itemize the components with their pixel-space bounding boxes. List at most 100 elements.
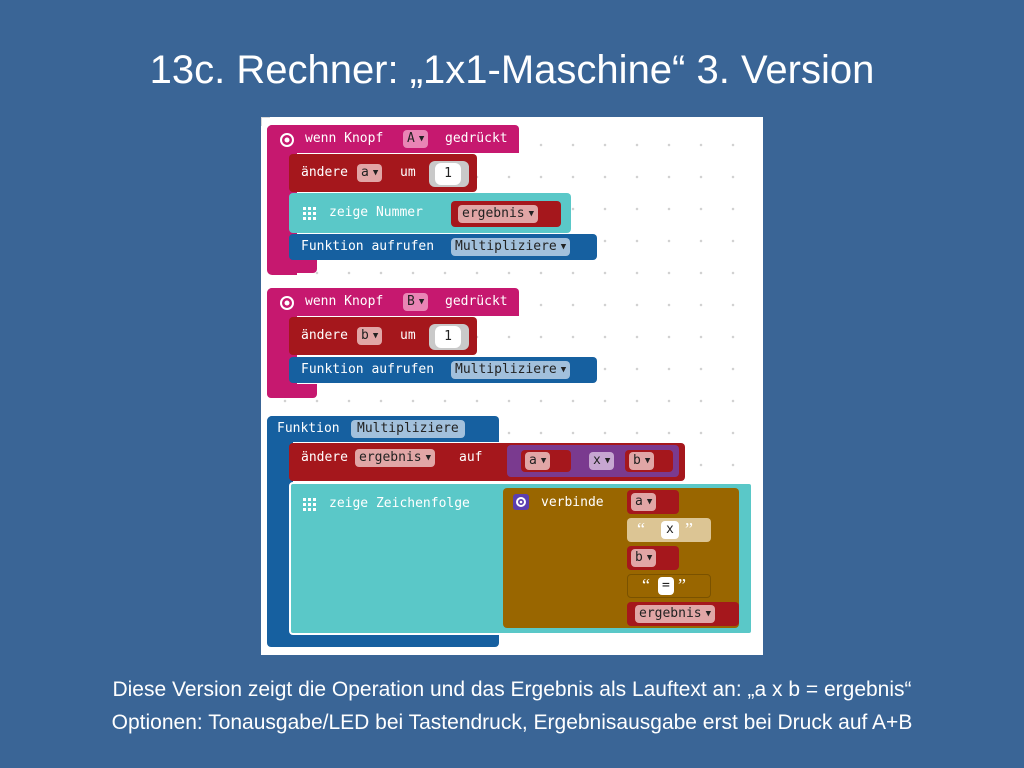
gear-icon[interactable] <box>513 494 529 510</box>
triangle-down-icon: ▼ <box>540 456 547 466</box>
function-label: Funktion <box>277 421 340 436</box>
button-dropdown[interactable]: B▼ <box>403 293 429 311</box>
triangle-down-icon: ▼ <box>372 331 379 341</box>
event-label-prefix: wenn Knopf <box>305 294 384 309</box>
button-dropdown-value: B <box>407 294 415 309</box>
join-item-text-x[interactable]: “ x ” <box>627 518 711 542</box>
variable-dropdown-b[interactable]: b▼ <box>629 452 655 470</box>
radio-target-icon <box>280 296 294 310</box>
triangle-down-icon: ▼ <box>646 497 653 507</box>
open-quote-icon: “ <box>642 575 650 595</box>
triangle-down-icon: ▼ <box>418 297 425 307</box>
variable-dropdown-value: b <box>635 550 643 565</box>
change-by-label: um <box>400 165 416 180</box>
triangle-down-icon: ▼ <box>644 456 651 466</box>
number-input-1[interactable]: 1 <box>435 326 461 348</box>
number-input-1[interactable]: 1 <box>435 163 461 185</box>
call-function-label: Funktion aufrufen <box>301 239 435 254</box>
join-label: verbinde <box>541 495 604 510</box>
variable-dropdown-ergebnis[interactable]: ergebnis▼ <box>355 449 436 467</box>
function-dropdown-value: Multipliziere <box>455 239 557 254</box>
triangle-down-icon: ▼ <box>646 553 653 563</box>
call-function-block-2[interactable]: Funktion aufrufen Multipliziere▼ <box>289 357 597 383</box>
event-footer-a <box>267 259 317 273</box>
variable-dropdown-a[interactable]: a▼ <box>631 493 657 511</box>
operator-dropdown-value: x <box>593 453 601 468</box>
text-literal-x[interactable]: x <box>661 521 679 539</box>
join-block[interactable]: verbinde a▼ “ x ” b▼ “ = ” <box>503 488 739 628</box>
function-dropdown[interactable]: Multipliziere▼ <box>451 238 571 256</box>
grid-icon <box>303 207 316 220</box>
call-function-label: Funktion aufrufen <box>301 362 435 377</box>
event-label-suffix: gedrückt <box>445 294 508 309</box>
close-quote-icon: ” <box>685 519 693 539</box>
function-dropdown[interactable]: Multipliziere▼ <box>451 361 571 379</box>
function-name-field[interactable]: Multipliziere <box>351 420 465 438</box>
triangle-down-icon: ▼ <box>560 242 567 252</box>
join-item-var-b[interactable]: b▼ <box>627 546 679 570</box>
variable-dropdown-ergebnis[interactable]: ergebnis▼ <box>458 205 539 223</box>
change-label: ändere <box>301 450 348 465</box>
variable-dropdown-value: a <box>529 453 537 468</box>
change-ergebnis-block[interactable]: ändere ergebnis▼ auf a▼ x▼ b▼ <box>289 443 685 481</box>
triangle-down-icon: ▼ <box>604 456 611 466</box>
slide-title: 13c. Rechner: „1x1-Maschine“ 3. Version <box>149 48 875 92</box>
variable-dropdown-a[interactable]: a▼ <box>525 452 551 470</box>
triangle-down-icon: ▼ <box>372 168 379 178</box>
variable-dropdown-value: ergebnis <box>462 206 525 221</box>
function-header[interactable]: Funktion Multipliziere <box>267 416 499 442</box>
variable-dropdown-b[interactable]: b▼ <box>357 327 383 345</box>
event-header-b[interactable]: wenn Knopf B▼ gedrückt <box>267 288 519 316</box>
event-label-suffix: gedrückt <box>445 131 508 146</box>
show-string-block[interactable]: zeige Zeichenfolge verbinde a▼ “ x ” <box>289 482 753 635</box>
change-to-label: auf <box>459 450 483 465</box>
triangle-down-icon: ▼ <box>418 134 425 144</box>
show-number-label: zeige Nummer <box>329 205 423 220</box>
join-item-var-a[interactable]: a▼ <box>627 490 679 514</box>
function-definition-block[interactable] <box>267 416 293 646</box>
block-editor-canvas[interactable]: wenn Knopf A▼ gedrückt ändere a▼ um 1 ze… <box>261 117 763 655</box>
close-quote-icon: ” <box>678 575 686 595</box>
variable-dropdown-value: b <box>361 328 369 343</box>
multiply-block[interactable]: a▼ x▼ b▼ <box>507 445 679 477</box>
change-label: ändere <box>301 328 348 343</box>
caption-line-1: Diese Version zeigt die Operation und da… <box>112 678 912 701</box>
variable-dropdown-value: a <box>361 165 369 180</box>
radio-target-icon <box>280 133 294 147</box>
event-header-a[interactable]: wenn Knopf A▼ gedrückt <box>267 125 519 153</box>
function-footer <box>267 635 499 647</box>
operator-dropdown[interactable]: x▼ <box>589 452 615 470</box>
variable-reporter-ergebnis[interactable]: ergebnis▼ <box>451 201 561 227</box>
grid-icon <box>303 498 316 511</box>
text-literal-equals[interactable]: = <box>658 577 674 595</box>
triangle-down-icon: ▼ <box>705 609 712 619</box>
change-a-block[interactable]: ändere a▼ um 1 <box>289 154 477 192</box>
variable-reporter-a[interactable]: a▼ <box>521 450 571 472</box>
event-footer-b <box>267 384 317 398</box>
variable-dropdown-value: a <box>635 494 643 509</box>
variable-dropdown-value: ergebnis <box>359 450 422 465</box>
event-label-prefix: wenn Knopf <box>305 131 384 146</box>
triangle-down-icon: ▼ <box>425 453 432 463</box>
change-label: ändere <box>301 165 348 180</box>
variable-dropdown-a[interactable]: a▼ <box>357 164 383 182</box>
open-quote-icon: “ <box>637 519 645 539</box>
show-string-label: zeige Zeichenfolge <box>329 496 470 511</box>
button-dropdown-value: A <box>407 131 415 146</box>
change-b-block[interactable]: ändere b▼ um 1 <box>289 317 477 355</box>
function-dropdown-value: Multipliziere <box>455 362 557 377</box>
join-item-text-equals[interactable]: “ = ” <box>627 574 711 598</box>
triangle-down-icon: ▼ <box>528 209 535 219</box>
variable-dropdown-ergebnis[interactable]: ergebnis▼ <box>635 605 716 623</box>
button-dropdown[interactable]: A▼ <box>403 130 429 148</box>
variable-dropdown-b[interactable]: b▼ <box>631 549 657 567</box>
join-item-var-ergebnis[interactable]: ergebnis▼ <box>627 602 739 626</box>
caption-line-2: Optionen: Tonausgabe/LED bei Tastendruck… <box>111 711 913 734</box>
variable-dropdown-value: b <box>633 453 641 468</box>
call-function-block-1[interactable]: Funktion aufrufen Multipliziere▼ <box>289 234 597 260</box>
triangle-down-icon: ▼ <box>560 365 567 375</box>
change-by-label: um <box>400 328 416 343</box>
variable-reporter-b[interactable]: b▼ <box>625 450 673 472</box>
show-number-block[interactable]: zeige Nummer ergebnis▼ <box>289 193 571 233</box>
variable-dropdown-value: ergebnis <box>639 606 702 621</box>
